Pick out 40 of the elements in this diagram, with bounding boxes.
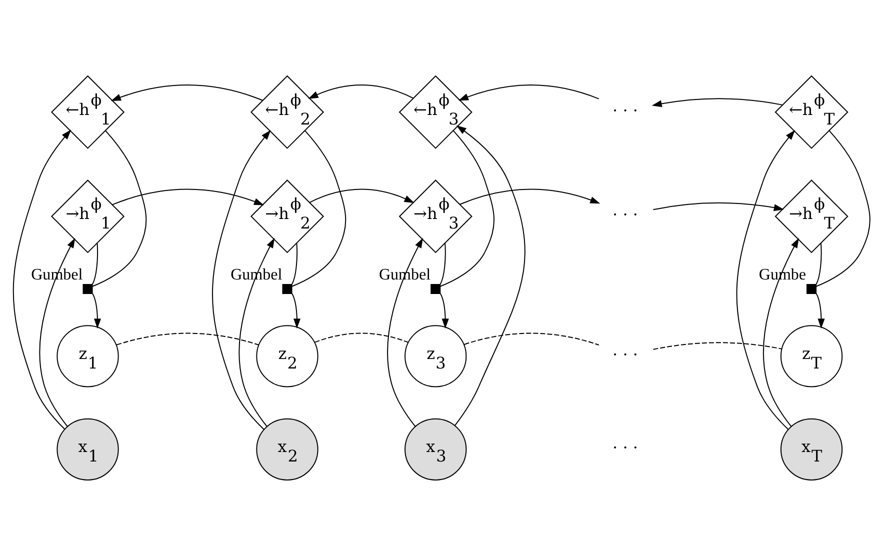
arrow <box>736 129 796 430</box>
arrow <box>308 84 414 98</box>
arrow <box>291 292 300 328</box>
arrow <box>387 237 423 426</box>
arrow <box>39 237 76 426</box>
label: · · · <box>612 438 638 457</box>
node-text: · · · <box>612 100 638 120</box>
node-box <box>282 284 292 294</box>
arrow <box>212 129 271 430</box>
arrow <box>652 202 784 211</box>
node-text: · · · <box>612 204 638 224</box>
arrow <box>458 84 600 100</box>
connector <box>291 242 298 284</box>
connector <box>816 130 870 286</box>
arrow <box>238 237 275 426</box>
arrow <box>112 188 264 205</box>
node-text: · · · <box>612 344 638 364</box>
arrow <box>816 292 825 328</box>
connector <box>816 242 822 284</box>
node-box <box>82 284 93 294</box>
connector <box>440 242 446 284</box>
arrow <box>459 188 600 204</box>
arrow <box>454 124 526 426</box>
arrow <box>652 98 783 107</box>
arrow <box>92 292 101 328</box>
connector <box>291 130 346 286</box>
node-box <box>806 284 817 294</box>
connector <box>440 130 494 286</box>
connector <box>116 332 260 345</box>
connector <box>464 332 600 345</box>
arrow <box>440 292 449 328</box>
connector <box>92 130 147 286</box>
connector <box>652 342 782 350</box>
connector <box>314 332 409 342</box>
node-box <box>430 284 441 294</box>
arrow <box>762 237 799 426</box>
arrow <box>110 84 264 100</box>
connector <box>92 242 98 284</box>
arrow <box>13 129 72 429</box>
arrow <box>309 188 414 203</box>
